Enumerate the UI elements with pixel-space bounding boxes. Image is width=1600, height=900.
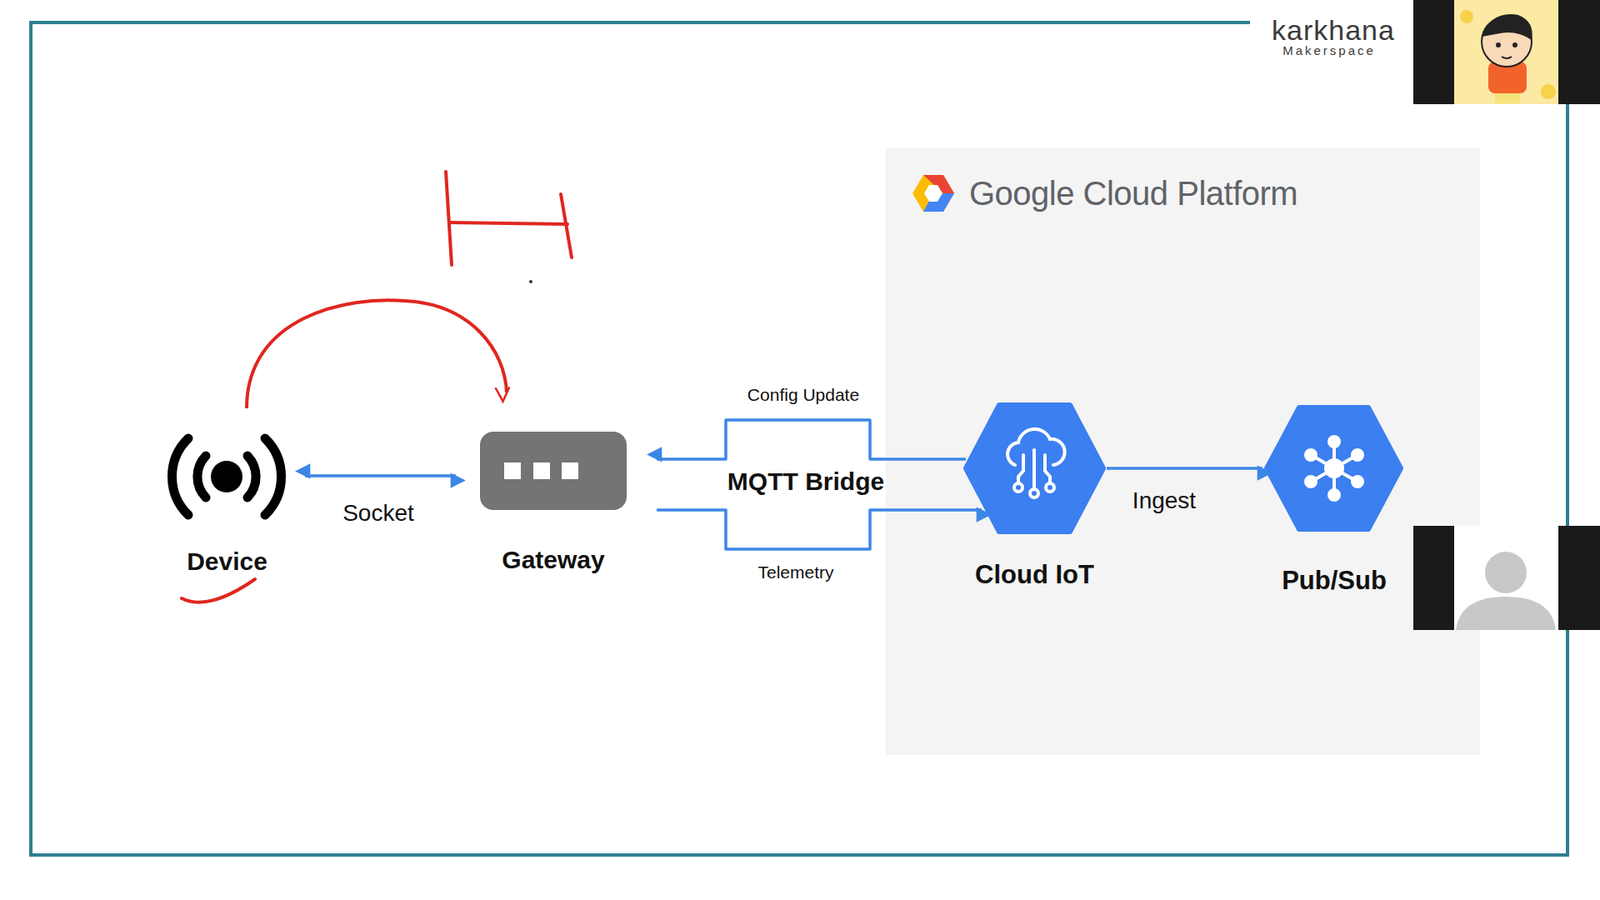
logo-subtitle: Makerspace	[1282, 43, 1376, 58]
panel-title: Google Cloud Platform	[969, 175, 1298, 213]
device-node: Device	[155, 425, 300, 576]
gateway-node: Gateway	[476, 431, 630, 575]
node-label: Gateway	[476, 545, 630, 575]
connector-arrow	[656, 510, 982, 550]
cloud-iot-hexagon	[965, 405, 1104, 532]
cloud-panel: Google Cloud PlatformCloud IoT Pub/Sub	[885, 148, 1480, 755]
red-annotation-arrow	[246, 300, 507, 409]
participant-tile	[1413, 525, 1600, 630]
node-label: Device	[155, 547, 300, 576]
connector-arrow	[305, 474, 456, 478]
edge-label: Socket	[342, 500, 415, 527]
node-label: Pub/Sub	[1261, 565, 1407, 596]
edge-label: Telemetry	[757, 562, 834, 583]
gcp-logo	[912, 175, 955, 212]
pubsub-node: Pub/Sub	[1261, 405, 1407, 596]
gateway-icon	[480, 431, 627, 510]
avatar-tile	[1413, 0, 1600, 105]
slide-frame	[30, 22, 1568, 855]
logo-wordmark: karkhana	[1271, 14, 1395, 47]
cloud-iot-node: Cloud IoT	[960, 403, 1109, 590]
edge-label: Ingest	[1132, 487, 1196, 515]
device-icon	[171, 438, 281, 515]
connector-arrow	[1106, 466, 1263, 470]
red-annotation	[181, 171, 572, 603]
cloud-panel-ground	[885, 148, 1480, 755]
node-label: Cloud IoT	[960, 560, 1109, 590]
logo-ground	[1250, 0, 1414, 60]
bridge-label: MQTT Bridge	[725, 467, 886, 496]
pubsub-hexagon	[1266, 407, 1401, 530]
connector-arrow	[656, 420, 966, 460]
edge-label: Config Update	[747, 385, 860, 405]
